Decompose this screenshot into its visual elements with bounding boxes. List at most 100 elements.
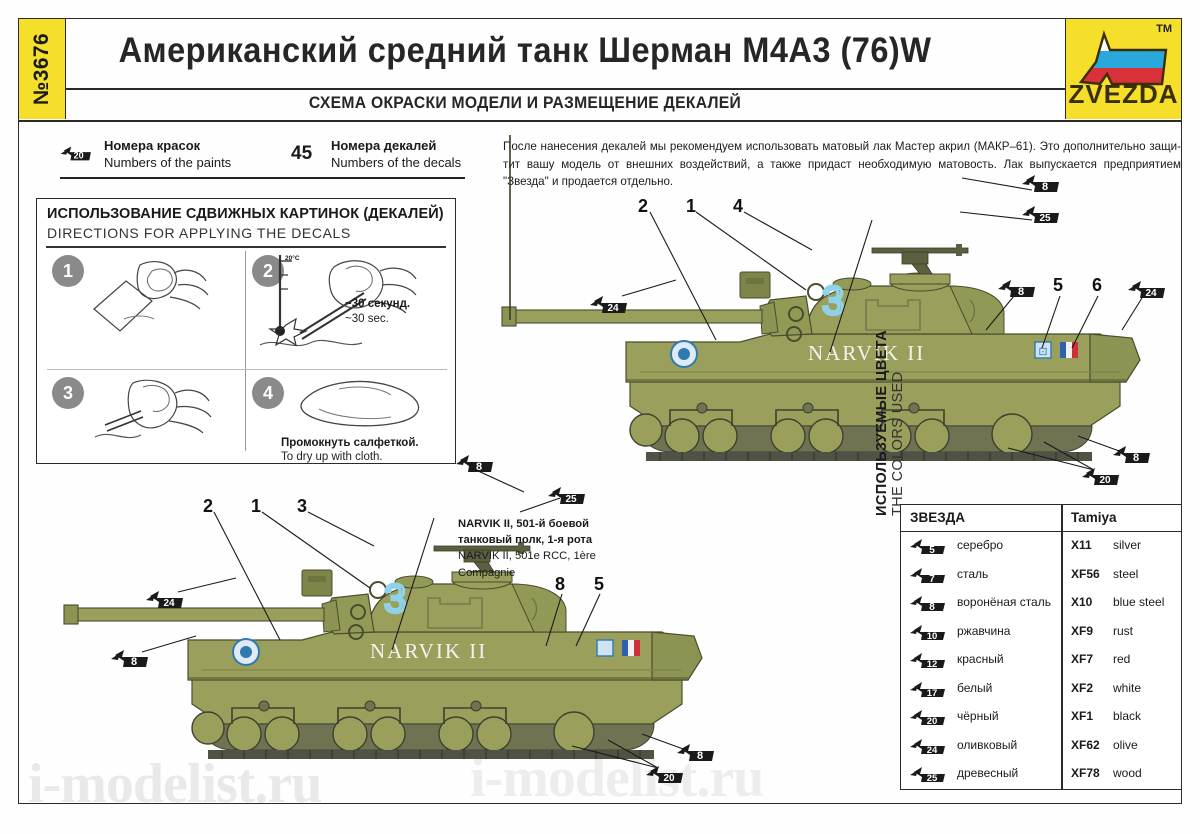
- legend-paints-ru: Номера красок: [104, 138, 201, 153]
- table-row: 24 оливковый XF62 olive: [901, 732, 1181, 761]
- colors-used-label-ru: ИСПОЛЬЗУЕМЫЕ ЦВЕТА: [874, 329, 890, 516]
- watermark-left: i-modelist.ru: [28, 753, 322, 815]
- color-name-ru: древесный: [957, 766, 1019, 780]
- decal-step-1-illustration: [93, 261, 209, 332]
- decal-step-2-label-en: ~30 sec.: [345, 313, 389, 325]
- decal-callout-5-bottom: 8: [555, 574, 566, 594]
- decal-step-2-badge: 2: [252, 255, 284, 287]
- table-row: 7 сталь XF56 steel: [901, 561, 1181, 590]
- svg-text:20: 20: [74, 151, 84, 161]
- decal-step-2-illustration: [259, 255, 417, 347]
- decal-directions-title-ru: ИСПОЛЬЗОВАНИЕ СДВИЖНЫХ КАРТИНОК (ДЕКАЛЕЙ…: [47, 206, 444, 222]
- decal-step-4-badge: 4: [252, 377, 284, 409]
- svg-text:8: 8: [131, 656, 137, 668]
- color-name-en: rust: [1113, 623, 1134, 638]
- colors-table-header-zvezda: ЗВЕЗДА: [910, 510, 966, 525]
- color-name-ru: красный: [957, 652, 1004, 666]
- svg-text:8: 8: [1018, 286, 1024, 298]
- decal-step-3-badge: 3: [52, 377, 84, 409]
- paint-marker-24-top-a: 24: [590, 296, 627, 314]
- paint-marker-8-bottom-c: 8: [677, 744, 714, 762]
- color-name-ru: ржавчина: [957, 623, 1011, 638]
- svg-text:8: 8: [476, 461, 482, 473]
- svg-text:17: 17: [927, 688, 938, 699]
- tamiya-code: XF62: [1071, 737, 1100, 752]
- decal-directions-panel: ИСПОЛЬЗОВАНИЕ СДВИЖНЫХ КАРТИНОК (ДЕКАЛЕЙ…: [36, 198, 456, 464]
- decal-callout-1-bottom: 1: [251, 496, 262, 516]
- svg-text:10: 10: [927, 631, 938, 642]
- color-name-ru: сталь: [957, 566, 989, 581]
- svg-text:25: 25: [1039, 213, 1051, 224]
- tamiya-code: XF56: [1071, 566, 1100, 581]
- caption-fr-line-2: Compagnie: [458, 566, 516, 579]
- decal-callout-5-top: 5: [1053, 275, 1064, 295]
- svg-text:20: 20: [927, 716, 938, 727]
- paint-star-icon: 8: [910, 596, 945, 613]
- svg-text:24: 24: [607, 303, 619, 314]
- svg-text:5: 5: [929, 545, 935, 556]
- decal-callout-6-top: 6: [1092, 275, 1103, 295]
- decal-callout-3-bottom: 3: [297, 496, 308, 516]
- thermometer-label: 20°C: [285, 255, 300, 262]
- page-title: Американский средний танк Шерман М4А3 (7…: [118, 31, 932, 70]
- svg-text:7: 7: [929, 574, 935, 585]
- color-name-en: red: [1113, 652, 1131, 666]
- paint-marker-8-bottom-a: 8: [456, 455, 493, 473]
- svg-text:8: 8: [697, 750, 703, 762]
- tamiya-code: XF78: [1071, 766, 1100, 780]
- color-name-en: wood: [1113, 766, 1142, 780]
- colors-table-column-divider: [1061, 505, 1063, 789]
- paint-marker-24-top-b: 24: [1128, 281, 1165, 299]
- paint-star-icon: 7: [910, 567, 945, 585]
- table-row: 8 воронёная сталь X10 blue steel: [901, 589, 1181, 618]
- color-name-ru: чёрный: [957, 709, 999, 723]
- colors-used-vertical-label: ИСПОЛЬЗУЕМЫЕ ЦВЕТА THE COLORS USED: [874, 258, 906, 516]
- svg-text:25: 25: [927, 773, 938, 784]
- colors-table-header: ЗВЕЗДА Tamiya: [901, 505, 1181, 532]
- table-row: 17 белый XF2 white: [901, 675, 1181, 704]
- table-row: 12 красный XF7 red: [901, 646, 1181, 675]
- tamiya-code: XF1: [1071, 709, 1094, 723]
- table-row: 5 серебро X11 silver: [901, 532, 1181, 561]
- paint-marker-25-top: 25: [1022, 206, 1059, 224]
- paint-marker-24-bottom: 24: [146, 591, 183, 609]
- svg-text:8: 8: [1133, 452, 1139, 464]
- legend-decals-en: Numbers of the decals: [331, 155, 462, 170]
- color-name-ru: серебро: [957, 538, 1004, 552]
- header-divider-2: [18, 120, 1182, 122]
- trademark-symbol: TM: [1156, 23, 1172, 35]
- color-name-ru: белый: [957, 680, 993, 695]
- colors-used-label-en: THE COLORS USED: [890, 371, 906, 516]
- svg-text:24: 24: [1145, 288, 1157, 299]
- paint-marker-20-top: 20: [1082, 468, 1119, 486]
- header-divider-1: [18, 88, 1182, 90]
- decal-step-1-badge: 1: [52, 255, 84, 287]
- paint-marker-25-bottom: 25: [548, 487, 585, 505]
- colors-used-section: ИСПОЛЬЗУЕМЫЕ ЦВЕТА THE COLORS USED ЗВЕЗД…: [874, 330, 1182, 790]
- caption-fr-line-1: NARVIK II, 501e RCC, 1ère: [458, 550, 596, 563]
- svg-text:8: 8: [929, 602, 935, 613]
- color-name-en: blue steel: [1113, 595, 1165, 609]
- color-name-en: olive: [1113, 737, 1138, 752]
- tamiya-code: XF9: [1071, 623, 1094, 638]
- table-row: 20 чёрный XF1 black: [901, 703, 1181, 732]
- legend-underline: [60, 177, 465, 179]
- kit-number-badge: №3676: [19, 19, 66, 119]
- colors-table-header-tamiya: Tamiya: [1071, 510, 1117, 525]
- decal-callout-2-bottom: 2: [203, 496, 214, 516]
- paint-marker-8-top-b: 8: [998, 280, 1035, 298]
- varnish-note: После нанесения декалей мы рекомендуем и…: [503, 140, 1181, 189]
- tamiya-code: XF2: [1071, 680, 1094, 695]
- decal-panel-vertical-divider: [245, 251, 247, 451]
- decal-directions-title-en: DIRECTIONS FOR APPLYING THE DECALS: [47, 225, 351, 241]
- zvezda-star-icon: [1078, 30, 1168, 86]
- tamiya-code: XF7: [1071, 652, 1094, 666]
- paint-star-icon: 17: [910, 681, 945, 699]
- table-row: 10 ржавчина XF9 rust: [901, 618, 1181, 647]
- svg-text:24: 24: [163, 598, 175, 609]
- color-name-en: black: [1113, 709, 1142, 723]
- color-name-ru: оливковый: [957, 737, 1018, 752]
- svg-text:24: 24: [927, 745, 938, 756]
- paint-star-icon: 25: [910, 767, 945, 784]
